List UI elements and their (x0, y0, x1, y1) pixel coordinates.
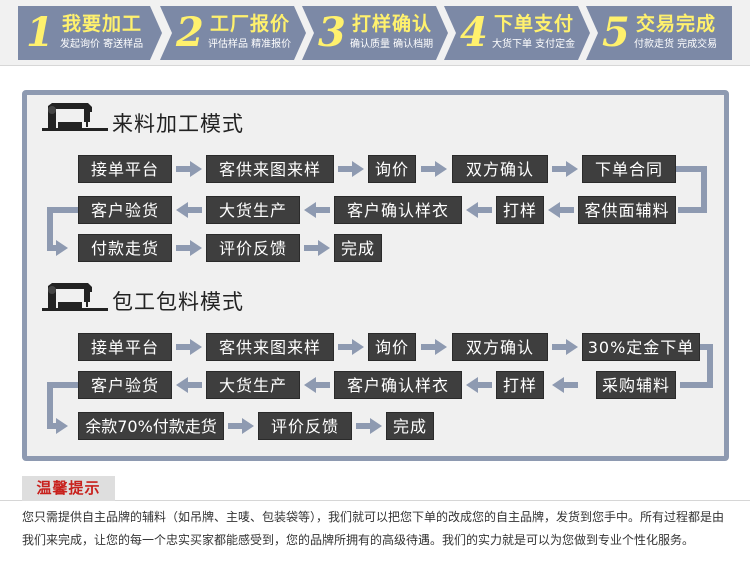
arrow-icon (338, 339, 364, 355)
step-5: 5 交易完成 付款走货 完成交易 (586, 6, 732, 60)
mode1-step-client-fabric: 客供面辅料 (578, 196, 676, 224)
mode2-step-sample-confirm: 客户确认样衣 (334, 371, 462, 399)
step-subtitle: 发起询价 寄送样品 (60, 39, 144, 50)
arrow-icon (304, 377, 330, 393)
step-4: 4 下单支付 大货下单 支付定金 (444, 6, 590, 60)
step-2: 2 工厂报价 评估样品 精准报价 (160, 6, 306, 60)
mode2-step-client-samples: 客供来图来样 (206, 333, 334, 361)
sewing-machine-icon (42, 103, 108, 131)
step-3: 3 打样确认 确认质量 确认档期 (302, 6, 448, 60)
arrow-icon (552, 377, 578, 393)
arrow-icon (176, 377, 202, 393)
step-arrow-shape (18, 6, 162, 60)
arrow-icon (304, 240, 330, 256)
step-number: 3 (318, 9, 346, 56)
step-title: 打样确认 (352, 13, 433, 35)
arrow-icon (304, 202, 330, 218)
step-number: 1 (26, 9, 54, 56)
step-arrow-shape (586, 6, 732, 60)
mode1-step-payment: 付款走货 (78, 234, 172, 262)
process-panel (22, 90, 729, 461)
mode2-step-inspection: 客户验货 (78, 371, 172, 399)
mode2-step-inquiry: 询价 (368, 333, 416, 361)
step-subtitle: 确认质量 确认档期 (350, 39, 434, 50)
arrow-icon (552, 161, 578, 177)
mode1-step-contract: 下单合同 (582, 155, 676, 183)
step-arrow-shape (160, 6, 306, 60)
mode1-step-production: 大货生产 (206, 196, 300, 224)
step-number: 4 (460, 9, 488, 56)
mode1-step-accept-platform: 接单平台 (78, 155, 172, 183)
step-1: 1 我要加工 发起询价 寄送样品 (18, 6, 162, 60)
sewing-machine-icon (42, 283, 108, 311)
arrow-icon (338, 161, 364, 177)
arrow-icon (176, 202, 202, 218)
arrow-icon (552, 339, 578, 355)
mode1-step-sample-confirm: 客户确认样衣 (334, 196, 462, 224)
step-subtitle: 付款走货 完成交易 (634, 39, 718, 50)
mode1-step-sampling: 打样 (496, 196, 544, 224)
tips-divider (0, 500, 750, 501)
step-number: 2 (176, 9, 204, 56)
mode1-step-confirm: 双方确认 (452, 155, 548, 183)
arrow-icon (176, 339, 202, 355)
mode1-step-inquiry: 询价 (368, 155, 416, 183)
step-arrow-shape (302, 6, 448, 60)
mode1-step-inspection: 客户验货 (78, 196, 172, 224)
step-subtitle: 评估样品 精准报价 (208, 39, 292, 50)
arrow-icon (176, 240, 202, 256)
mode2-step-deposit-order: 30%定金下单 (582, 333, 700, 361)
mode2-step-sampling: 打样 (496, 371, 544, 399)
mode2-step-accept-platform: 接单平台 (78, 333, 172, 361)
mode2-step-complete: 完成 (386, 412, 434, 440)
mode1-step-client-samples: 客供来图来样 (206, 155, 334, 183)
arrow-icon (176, 161, 202, 177)
step-subtitle: 大货下单 支付定金 (492, 39, 576, 50)
arrow-icon (466, 202, 492, 218)
arrow-icon (421, 339, 447, 355)
arrow-icon (421, 161, 447, 177)
step-title: 下单支付 (494, 13, 575, 35)
step-title: 我要加工 (62, 13, 143, 35)
mode1-title: 来料加工模式 (112, 112, 244, 136)
arrow-icon (228, 418, 254, 434)
mode2-step-production: 大货生产 (206, 371, 300, 399)
mode2-step-payment: 余款70%付款走货 (78, 412, 224, 440)
step-number: 5 (602, 9, 630, 56)
arrow-icon (356, 418, 382, 434)
steps-banner: 1 我要加工 发起询价 寄送样品 2 工厂报价 评估样品 精准报价 3 打样确认… (0, 0, 750, 66)
arrow-icon (466, 377, 492, 393)
mode2-title: 包工包料模式 (112, 290, 244, 314)
tips-text: 您只需提供自主品牌的辅料（如吊牌、主唛、包装袋等），我们就可以把您下单的改成您的… (22, 510, 725, 547)
mode2-step-feedback: 评价反馈 (258, 412, 352, 440)
mode1-step-feedback: 评价反馈 (206, 234, 300, 262)
tips-heading: 温馨提示 (22, 476, 115, 501)
step-title: 交易完成 (636, 13, 717, 35)
arrow-icon (548, 202, 574, 218)
mode2-step-purchase: 采购辅料 (596, 371, 676, 399)
mode1-step-complete: 完成 (334, 234, 382, 262)
step-title: 工厂报价 (210, 13, 291, 35)
step-arrow-shape (444, 6, 590, 60)
mode2-step-confirm: 双方确认 (452, 333, 548, 361)
